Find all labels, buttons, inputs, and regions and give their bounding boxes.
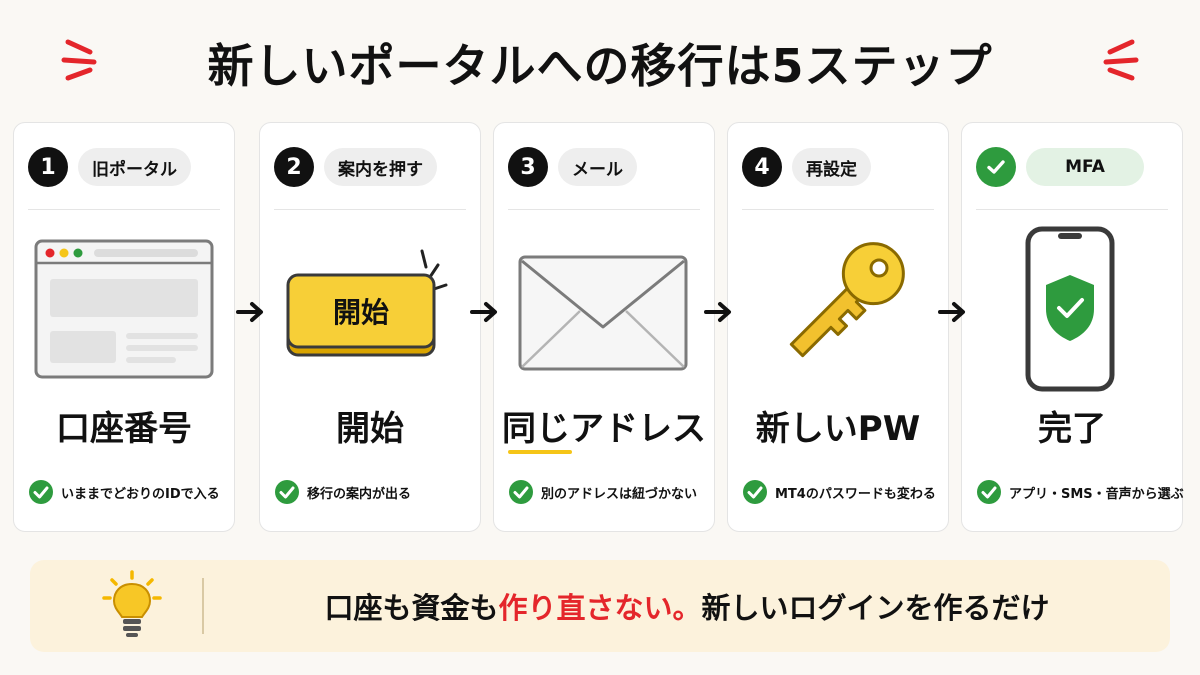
step-number: 2 bbox=[274, 147, 314, 187]
step-label: 完了 bbox=[1038, 409, 1106, 449]
step-note-text: いままでどおりのIDで入る bbox=[61, 486, 220, 502]
step-tag: MFA bbox=[1026, 148, 1144, 186]
banner-message: 口座も資金も 作り直さない。 新しいログインを作るだけ bbox=[204, 560, 1170, 652]
arrow-right-icon bbox=[938, 302, 965, 322]
step-card-3: 3 メール 同じアドレス 別のアドレスは紐づかない bbox=[493, 122, 715, 532]
smartphone-shield-icon bbox=[1025, 226, 1115, 392]
steps-row: 1 旧ポータル 口座番号 いままでどおりのIDで入る bbox=[13, 122, 1193, 532]
burst-left-icon bbox=[61, 39, 97, 81]
check-circle-icon bbox=[977, 480, 1001, 504]
label-highlight bbox=[508, 450, 572, 454]
check-circle-icon bbox=[29, 480, 53, 504]
step-note: アプリ・SMS・音声から選ぶ bbox=[976, 479, 1184, 505]
card-divider bbox=[742, 209, 934, 210]
card-divider bbox=[274, 209, 466, 210]
step-label: 開始 bbox=[336, 409, 404, 449]
start-button-text: 開始 bbox=[333, 296, 389, 329]
check-circle-icon bbox=[509, 480, 533, 504]
step-number: 4 bbox=[742, 147, 782, 187]
step-header: 1 旧ポータル bbox=[28, 147, 191, 187]
key-icon bbox=[789, 242, 905, 358]
step-header: MFA bbox=[976, 147, 1144, 187]
arrow-right-icon bbox=[704, 302, 731, 322]
step-tag: メール bbox=[558, 148, 637, 186]
step-note-text: MT4のパスワードも変わる bbox=[775, 486, 936, 502]
banner-text-highlight: 作り直さない。 bbox=[498, 591, 702, 625]
arrow-right-icon bbox=[236, 302, 263, 322]
arrow-right-icon bbox=[470, 302, 497, 322]
start-button-icon: 開始 bbox=[286, 249, 448, 357]
card-divider bbox=[28, 209, 220, 210]
step-header: 2 案内を押す bbox=[274, 147, 437, 187]
step-card-2: 2 案内を押す 開始 開始 移行の案内が出る bbox=[259, 122, 481, 532]
step-label: 新しいPW bbox=[755, 409, 921, 449]
check-icon bbox=[987, 160, 1005, 174]
lightbulb-icon bbox=[102, 570, 162, 637]
step-label: 口座番号 bbox=[56, 409, 192, 449]
banner-text-part3: 新しいログインを作るだけ bbox=[701, 591, 1050, 625]
banner-text-part1: 口座も資金も bbox=[324, 591, 499, 625]
step-note: 別のアドレスは紐づかない bbox=[508, 479, 708, 505]
browser-window-icon bbox=[34, 239, 214, 379]
step-note: MT4のパスワードも変わる bbox=[742, 479, 942, 505]
step-number: 1 bbox=[28, 147, 68, 187]
burst-right-icon bbox=[1103, 39, 1139, 81]
summary-banner: 口座も資金も 作り直さない。 新しいログインを作るだけ bbox=[30, 560, 1170, 652]
check-circle-icon bbox=[743, 480, 767, 504]
step-header: 4 再設定 bbox=[742, 147, 871, 187]
step-tag: 再設定 bbox=[792, 148, 871, 186]
page-title: 新しいポータルへの移行は5ステップ bbox=[207, 39, 993, 93]
step-card-4: 4 再設定 新しいPW MT4のパスワードも変わる bbox=[727, 122, 949, 532]
step-note-text: 移行の案内が出る bbox=[307, 486, 412, 502]
card-divider bbox=[508, 209, 700, 210]
step-note-text: アプリ・SMS・音声から選ぶ bbox=[1009, 486, 1184, 502]
step-done-badge bbox=[976, 147, 1016, 187]
step-card-5: MFA 完了 アプリ・SMS・音声から選ぶ bbox=[961, 122, 1184, 532]
step-note: 移行の案内が出る bbox=[274, 479, 474, 505]
check-circle-icon bbox=[275, 480, 299, 504]
step-tag: 案内を押す bbox=[324, 148, 437, 186]
step-card-1: 1 旧ポータル 口座番号 いままでどおりのIDで入る bbox=[13, 122, 235, 532]
step-note: いままでどおりのIDで入る bbox=[28, 479, 228, 505]
step-header: 3 メール bbox=[508, 147, 637, 187]
banner-divider bbox=[202, 578, 204, 634]
step-note-text: 別のアドレスは紐づかない bbox=[541, 486, 698, 502]
card-divider bbox=[976, 209, 1168, 210]
envelope-icon bbox=[518, 255, 688, 371]
step-number: 3 bbox=[508, 147, 548, 187]
step-label: 同じアドレス bbox=[502, 409, 706, 449]
step-tag: 旧ポータル bbox=[78, 148, 191, 186]
